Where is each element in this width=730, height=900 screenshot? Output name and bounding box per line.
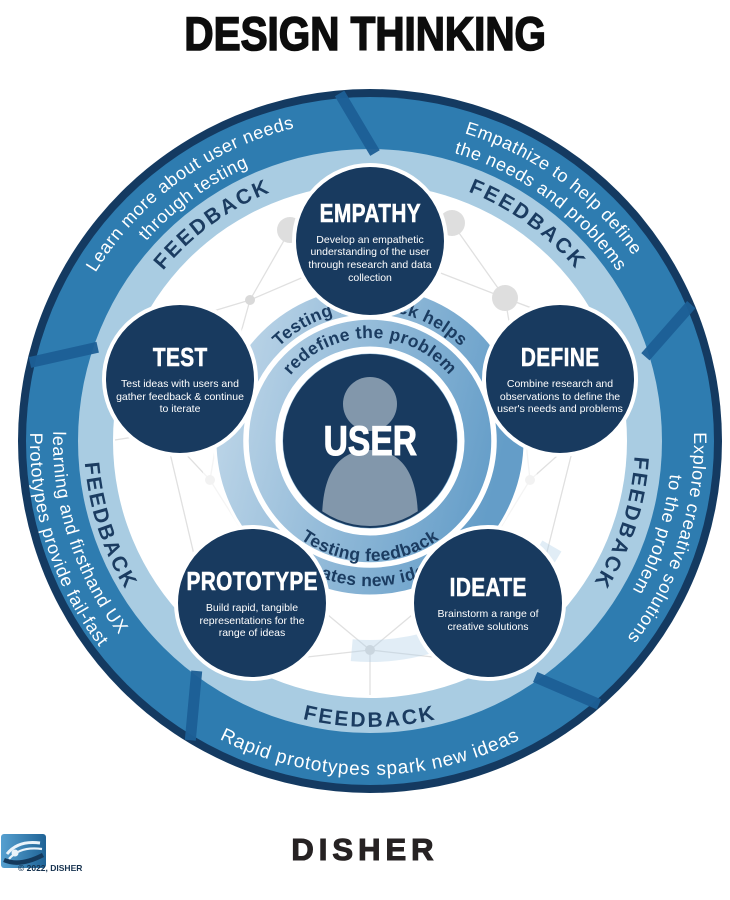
divider-right [641,300,696,361]
disher-wave-icon [1,834,46,868]
divider-bottom-right [533,671,602,710]
phase-circle-define [482,301,638,457]
page-title-text: DESIGN THINKING [184,6,547,61]
copyright-notice: © 2022, DISHER [18,863,83,873]
segment-dividers [28,90,696,741]
page-title: DESIGN THINKING [0,6,730,61]
divider-top [334,90,380,156]
brand-name: DISHER [291,831,439,867]
footer-brand: DISHER [0,831,730,868]
center-hub: Testing feedback helps redefine the prob… [200,271,540,611]
phase-circles [102,163,638,681]
phase-circle-empathy [292,163,448,319]
divider-bottom-left [184,670,203,741]
divider-left [28,341,99,368]
user-circle-rim [275,346,465,536]
phase-circle-ideate [410,525,566,681]
phase-circle-test [102,301,258,457]
user-silhouette-icon [322,377,418,526]
phase-circle-prototype [174,525,330,681]
